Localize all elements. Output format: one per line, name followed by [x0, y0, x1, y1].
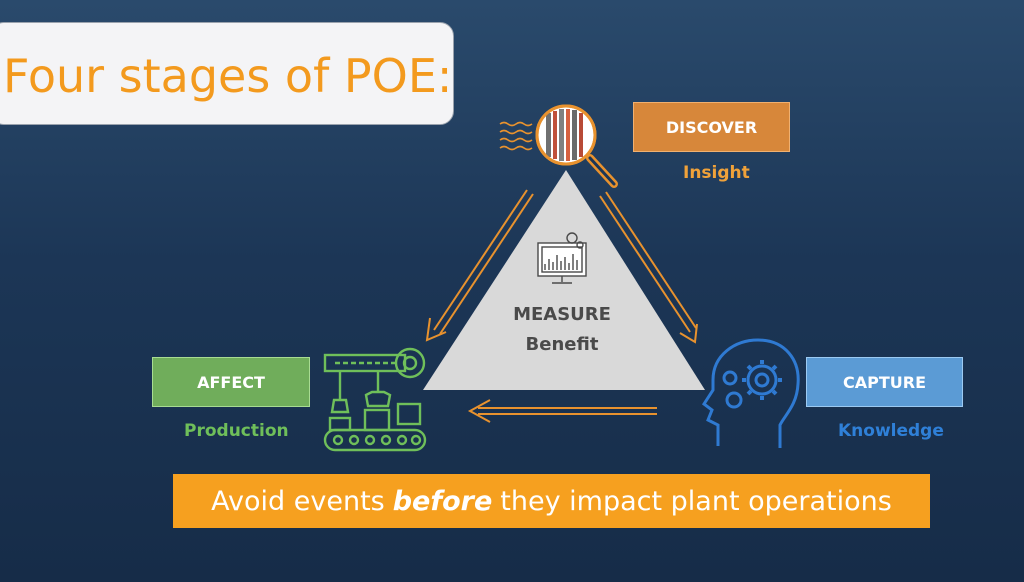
magnifier-icon: [499, 104, 618, 188]
measure-label: MEASURE: [513, 304, 611, 325]
insight-label: Insight: [683, 163, 750, 183]
head-gears-icon: [701, 338, 800, 448]
arrow-discover-to-capture: [599, 191, 698, 344]
affect-box: AFFECT: [152, 357, 310, 407]
benefit-label: Benefit: [525, 334, 599, 355]
measure-triangle: [423, 170, 705, 390]
page-title: Four stages of POE:: [3, 49, 453, 103]
banner-emphasis: before: [392, 485, 493, 517]
factory-conveyor-icon: [323, 347, 427, 452]
title-box: Four stages of POE:: [0, 22, 454, 125]
arrow-discover-to-affect: [425, 189, 534, 342]
production-label: Production: [184, 421, 289, 441]
banner-pre: Avoid events: [211, 485, 385, 517]
arrow-capture-to-affect: [467, 399, 657, 423]
discover-box: DISCOVER: [633, 102, 790, 152]
banner-post: they impact plant operations: [500, 485, 892, 517]
knowledge-label: Knowledge: [838, 421, 944, 441]
monitor-chart-icon: [537, 232, 587, 284]
capture-box: CAPTURE: [806, 357, 963, 407]
tagline-banner: Avoid events before they impact plant op…: [173, 474, 930, 528]
